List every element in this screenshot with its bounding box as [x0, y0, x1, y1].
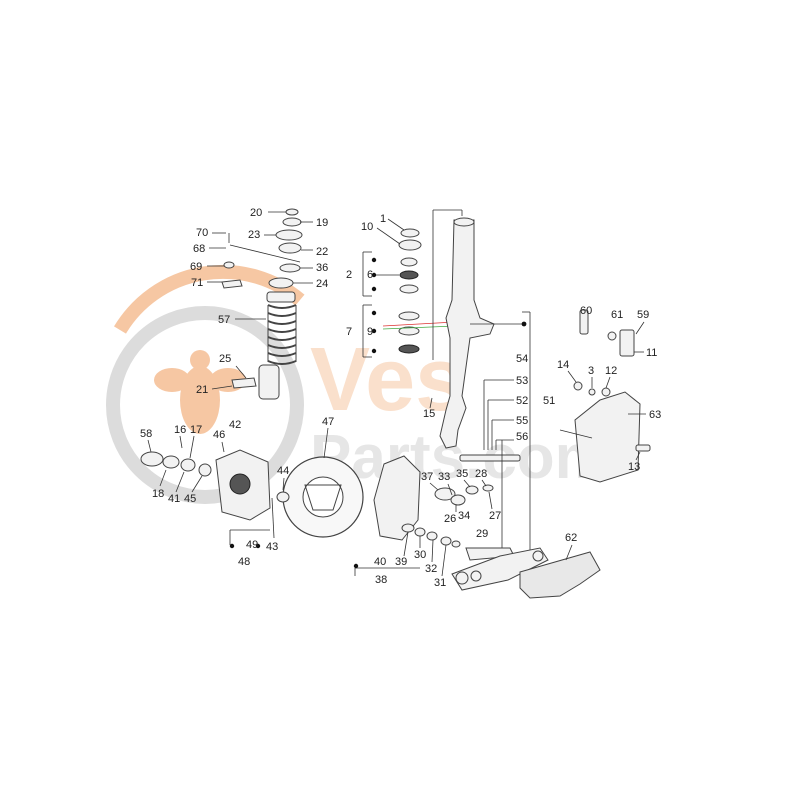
- callout-1: 1: [380, 213, 386, 225]
- callout-46: 46: [213, 429, 225, 441]
- callout-18: 18: [152, 488, 164, 500]
- watermark-ring: [106, 306, 304, 504]
- bee-icon: [154, 350, 246, 434]
- callout-13: 13: [628, 461, 640, 473]
- caliper-group: [353, 455, 494, 576]
- callout-31: 31: [434, 577, 446, 589]
- callout-10: 10: [361, 221, 373, 233]
- callout-54: 54: [516, 353, 528, 365]
- callout-9: 9: [367, 326, 373, 338]
- callout-70: 70: [196, 227, 208, 239]
- callout-34: 34: [458, 510, 470, 522]
- bearing-stack-group: [362, 228, 456, 358]
- callout-35: 35: [456, 468, 468, 480]
- callout-62: 62: [565, 532, 577, 544]
- callout-57: 57: [218, 314, 230, 326]
- callout-63: 63: [649, 409, 661, 421]
- callout-43: 43: [266, 541, 278, 553]
- callout-11: 11: [646, 347, 657, 359]
- brake-disc: [282, 456, 364, 538]
- wheel-hub-group: [140, 449, 290, 549]
- callout-36: 36: [316, 262, 328, 274]
- callout-55: 55: [516, 415, 528, 427]
- callout-24: 24: [316, 278, 328, 290]
- callout-14: 14: [557, 359, 569, 371]
- callout-27: 27: [489, 510, 501, 522]
- callout-39: 39: [395, 556, 407, 568]
- watermark-brand-top: Ves: [310, 330, 465, 430]
- callout-20: 20: [250, 207, 262, 219]
- callout-22: 22: [316, 246, 328, 258]
- callout-58: 58: [140, 428, 152, 440]
- callout-38: 38: [375, 574, 387, 586]
- callout-2: 2: [346, 269, 352, 281]
- callout-42: 42: [229, 419, 241, 431]
- callout-37: 37: [421, 471, 433, 483]
- steering-tube-group: [432, 209, 531, 581]
- callout-12: 12: [605, 365, 617, 377]
- callout-26: 26: [444, 513, 456, 525]
- bracket-51: [470, 311, 531, 581]
- callout-56: 56: [516, 431, 528, 443]
- callout-71: 71: [191, 277, 203, 289]
- callout-32: 32: [425, 563, 437, 575]
- callout-45: 45: [184, 493, 196, 505]
- callout-51: 51: [543, 395, 555, 407]
- callout-28: 28: [475, 468, 487, 480]
- callout-23: 23: [248, 229, 260, 241]
- callout-69: 69: [190, 261, 202, 273]
- callout-21: 21: [196, 384, 208, 396]
- callout-labels: 20 19 70 23 68 22 69 36 71 24 57 25 21 1…: [140, 207, 661, 589]
- callout-53: 53: [516, 375, 528, 387]
- callout-47: 47: [322, 416, 334, 428]
- bracket-7: [362, 304, 377, 358]
- bracket-2: [362, 251, 377, 297]
- callout-25: 25: [219, 353, 231, 365]
- callout-44: 44: [277, 465, 289, 477]
- callout-49: 49: [246, 539, 258, 551]
- callout-19: 19: [316, 217, 328, 229]
- callout-17: 17: [190, 424, 202, 436]
- callout-40: 40: [374, 556, 386, 568]
- callout-48: 48: [238, 556, 250, 568]
- callout-52: 52: [516, 395, 528, 407]
- callout-7: 7: [346, 326, 352, 338]
- callout-30: 30: [414, 549, 426, 561]
- right-fairing-group: [559, 309, 651, 483]
- callout-16: 16: [174, 424, 186, 436]
- coil-spring: [267, 304, 297, 365]
- callout-60: 60: [580, 305, 592, 317]
- callout-68: 68: [193, 243, 205, 255]
- callout-6: 6: [367, 269, 373, 281]
- callout-61: 61: [611, 309, 623, 321]
- callout-3: 3: [588, 365, 594, 377]
- link-arm-group: [451, 547, 601, 599]
- callout-15: 15: [423, 408, 435, 420]
- callout-29: 29: [476, 528, 488, 540]
- callout-33: 33: [438, 471, 450, 483]
- callout-41: 41: [168, 493, 180, 505]
- callout-59: 59: [637, 309, 649, 321]
